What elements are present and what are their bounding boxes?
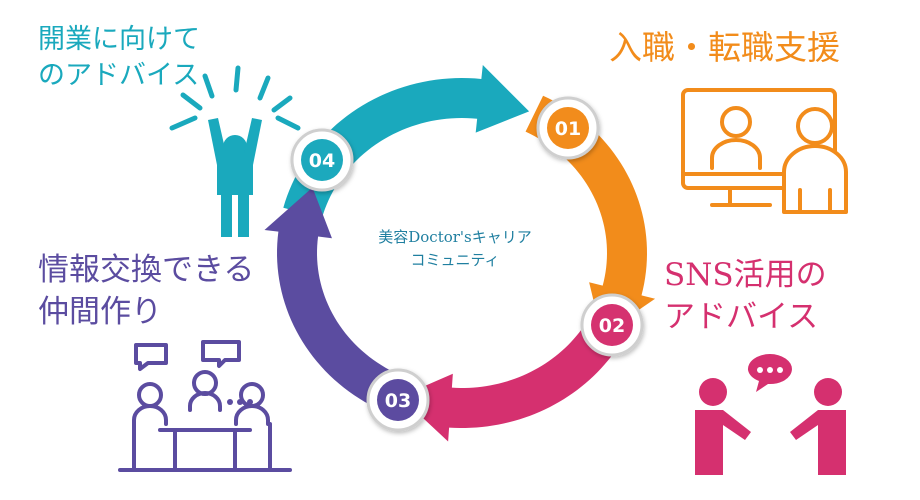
label-01: 入職・転職支援 — [609, 26, 840, 71]
center-title-line2: コミュニティ — [410, 251, 500, 270]
cheering-person-icon — [208, 118, 262, 237]
label-03-line2: 仲間作り — [38, 293, 162, 330]
ellipsis-icon — [227, 399, 253, 405]
label-02-line1: SNS活用の — [664, 257, 827, 293]
center-title-line1: 美容Doctor'sキャリア — [378, 228, 532, 246]
label-04-line2: のアドバイス — [38, 60, 200, 92]
label-01-line1: 入職・転職支援 — [609, 28, 840, 67]
label-03: 情報交換できる 仲間作り — [38, 250, 254, 334]
center-title: 美容Doctor'sキャリア コミュニティ — [355, 226, 555, 273]
badge-04: 04 — [290, 128, 354, 192]
badge-03: 03 — [366, 368, 430, 432]
label-02-line2: アドバイス — [664, 298, 819, 335]
cycle-arrows — [264, 65, 656, 442]
label-04-line1: 開業に向けて — [38, 24, 200, 55]
cycle-badges: 01 02 03 04 — [290, 96, 644, 432]
conversation-icon — [695, 354, 846, 475]
arrow-01 — [525, 95, 656, 336]
badge-01: 01 — [536, 96, 600, 160]
label-04: 開業に向けて のアドバイス — [38, 22, 200, 95]
arrow-04 — [283, 65, 530, 219]
badge-number: 03 — [385, 390, 411, 412]
label-02: SNS活用の アドバイス — [664, 255, 827, 339]
badge-02: 02 — [580, 293, 644, 357]
badge-number: 04 — [309, 150, 335, 172]
badge-number: 02 — [599, 315, 625, 337]
video-consultation-icon — [681, 88, 848, 214]
label-03-line1: 情報交換できる — [38, 252, 255, 288]
arrow-03 — [264, 187, 418, 420]
group-meeting-icon — [118, 340, 292, 472]
arrow-02 — [400, 312, 629, 442]
burst-lines-icon — [169, 65, 301, 131]
badge-number: 01 — [555, 118, 581, 140]
